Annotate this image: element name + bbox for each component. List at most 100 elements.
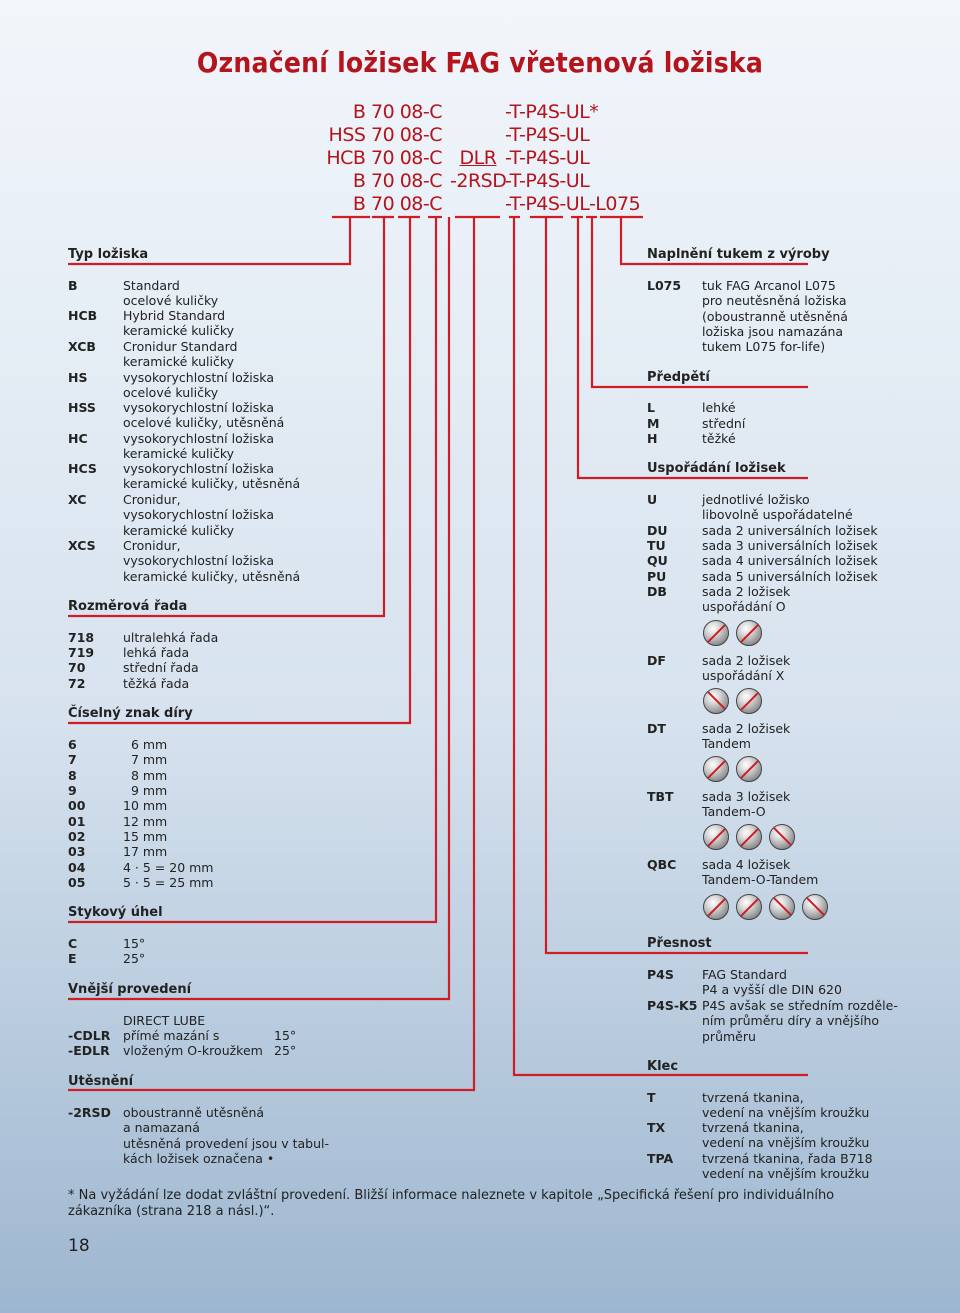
bearing-ball-icon xyxy=(802,894,828,920)
typ-value-hc: vysokorychlostní ložiska keramické kulič… xyxy=(123,431,274,462)
utes-key-2rsd: -2RSD xyxy=(68,1105,111,1120)
bearing-ball-icon xyxy=(736,824,762,850)
napln-value-l075: tuk FAG Arcanol L075 pro neutěsněná loži… xyxy=(702,278,848,355)
uspor-value-pu: sada 5 universálních ložisek xyxy=(702,569,878,584)
rozmer-value-719: lehká řada xyxy=(123,645,190,660)
styk-key-e: E xyxy=(68,951,77,966)
bearing-ball-icon xyxy=(736,756,762,782)
klec-value-tx: tvrzená tkanina, vedení na vnějším krouž… xyxy=(702,1120,870,1151)
bearing-ball-icon xyxy=(769,894,795,920)
bearing-ball-icon xyxy=(703,688,729,714)
typ-key-hcb: HCB xyxy=(68,308,98,323)
vnejsi-value-cdlr: přímé mazání s xyxy=(123,1028,220,1043)
cisel-value: 4 · 5 = 20 mm xyxy=(123,860,214,875)
cisel-value: 17 mm xyxy=(123,844,168,859)
uspor-key-df: DF xyxy=(647,653,666,668)
klec-value-t: tvrzená tkanina, vedení na vnějším krouž… xyxy=(702,1090,870,1121)
uspor-key-du: DU xyxy=(647,523,668,538)
code-row-4-prefix: B 70 08-C xyxy=(352,170,443,192)
uspor-value-dt: sada 2 ložisek Tandem xyxy=(702,721,791,752)
uspor-key-tu: TU xyxy=(647,538,666,553)
page-title: Označení ložisek FAG vřetenová ložiska xyxy=(196,46,764,79)
section-heading-klec: Klec xyxy=(647,1059,679,1074)
presnost-key-p4s: P4S xyxy=(647,967,674,982)
klec-value-tpa: tvrzená tkanina, řada B718 vedení na vně… xyxy=(702,1151,873,1182)
typ-value-hcb: Hybrid Standard keramické kuličky xyxy=(123,308,235,339)
typ-key-xcs: XCS xyxy=(68,538,96,553)
uspor-value-tu: sada 3 universálních ložisek xyxy=(702,538,878,553)
cisel-value: 6 mm xyxy=(123,737,168,752)
cisel-key: 00 xyxy=(68,798,86,813)
code-row-5-suffix: -T-P4S-UL-L075 xyxy=(505,193,641,215)
presnost-key-p4s-k5: P4S-K5 xyxy=(647,998,698,1013)
typ-key-hc: HC xyxy=(68,431,88,446)
cisel-value: 9 mm xyxy=(123,783,168,798)
section-heading-utes: Utěsnění xyxy=(68,1074,134,1089)
uspor-value-qu: sada 4 universálních ložisek xyxy=(702,553,878,568)
uspor-value-tbt: sada 3 ložisek Tandem-O xyxy=(702,789,791,820)
code-row-1-prefix: B 70 08-C xyxy=(352,101,443,123)
rozmer-key-70: 70 xyxy=(68,660,86,675)
typ-key-hss: HSS xyxy=(68,400,96,415)
cisel-key: 05 xyxy=(68,875,86,890)
cisel-value: 12 mm xyxy=(123,814,168,829)
rozmer-key-719: 719 xyxy=(68,645,95,660)
typ-value-xcb: Cronidur Standard keramické kuličky xyxy=(123,339,238,370)
bearing-ball-icon xyxy=(736,688,762,714)
typ-value-b: Standard ocelové kuličky xyxy=(123,278,219,309)
typ-value-hcs: vysokorychlostní ložiska keramické kulič… xyxy=(123,461,301,492)
rozmer-key-718: 718 xyxy=(68,630,95,645)
cisel-key: 04 xyxy=(68,860,86,875)
cisel-key: 03 xyxy=(68,844,86,859)
code-row-3-middle: DLR xyxy=(459,147,497,169)
cisel-key: 9 xyxy=(68,783,77,798)
section-heading-predpeti: Předpětí xyxy=(647,370,710,385)
uspor-key-u: U xyxy=(647,492,658,507)
typ-key-hs: HS xyxy=(68,370,88,385)
presnost-value-p4s-k5: P4S avšak se středním rozděle- ním průmě… xyxy=(702,998,898,1044)
predpeti-key-l: L xyxy=(647,400,655,415)
section-heading-presnost: Přesnost xyxy=(647,936,712,951)
presnost-value-p4s: FAG Standard P4 a vyšší dle DIN 620 xyxy=(702,967,842,998)
rozmer-value-70: střední řada xyxy=(123,660,199,675)
uspor-key-db: DB xyxy=(647,584,667,599)
uspor-value-du: sada 2 universálních ložisek xyxy=(702,523,878,538)
cisel-key: 02 xyxy=(68,829,86,844)
connector-line-group xyxy=(68,215,808,1092)
cisel-value: 5 · 5 = 25 mm xyxy=(123,875,214,890)
typ-value-xcs: Cronidur, vysokorychlostní ložiska keram… xyxy=(123,538,301,584)
bearing-ball-icon xyxy=(736,894,762,920)
uspor-value-qbc: sada 4 ložisek Tandem-O-Tandem xyxy=(702,857,819,888)
typ-value-hs: vysokorychlostní ložiska ocelové kuličky xyxy=(123,370,274,401)
uspor-key-dt: DT xyxy=(647,721,666,736)
rozmer-value-718: ultralehká řada xyxy=(123,630,219,645)
cisel-value: 15 mm xyxy=(123,829,168,844)
page-number: 18 xyxy=(68,1236,90,1256)
rozmer-value-72: těžká řada xyxy=(123,676,190,691)
typ-key-xcb: XCB xyxy=(68,339,96,354)
bearing-ball-icon xyxy=(703,824,729,850)
section-heading-cisel: Číselný znak díry xyxy=(68,706,193,721)
uspor-key-qbc: QBC xyxy=(647,857,677,872)
vnejsi-subheading: DIRECT LUBE xyxy=(123,1013,206,1028)
vnejsi-key-cdlr: -CDLR xyxy=(68,1028,111,1043)
code-row-5-prefix: B 70 08-C xyxy=(352,193,443,215)
code-row-2-prefix: HSS 70 08-C xyxy=(328,124,443,146)
napln-key-l075: L075 xyxy=(647,278,682,293)
predpeti-value-h: těžké xyxy=(702,431,736,446)
rozmer-key-72: 72 xyxy=(68,676,86,691)
styk-value-e: 25° xyxy=(123,951,146,966)
uspor-value-db: sada 2 ložisek uspořádání O xyxy=(702,584,791,615)
typ-key-hcs: HCS xyxy=(68,461,97,476)
cisel-value: 8 mm xyxy=(123,768,168,783)
predpeti-key-h: H xyxy=(647,431,658,446)
bearing-ball-icon xyxy=(703,894,729,920)
cisel-key: 01 xyxy=(68,814,86,829)
bearing-ball-icon xyxy=(703,756,729,782)
footnote: * Na vyžádání lze dodat zvláštní provede… xyxy=(68,1188,835,1219)
typ-value-hss: vysokorychlostní ložiska ocelové kuličky… xyxy=(123,400,285,431)
cisel-key: 6 xyxy=(68,737,77,752)
code-row-3-prefix: HCB 70 08-C xyxy=(326,147,442,169)
uspor-value-u: jednotlivé ložisko libovolně uspořádatel… xyxy=(702,492,853,523)
